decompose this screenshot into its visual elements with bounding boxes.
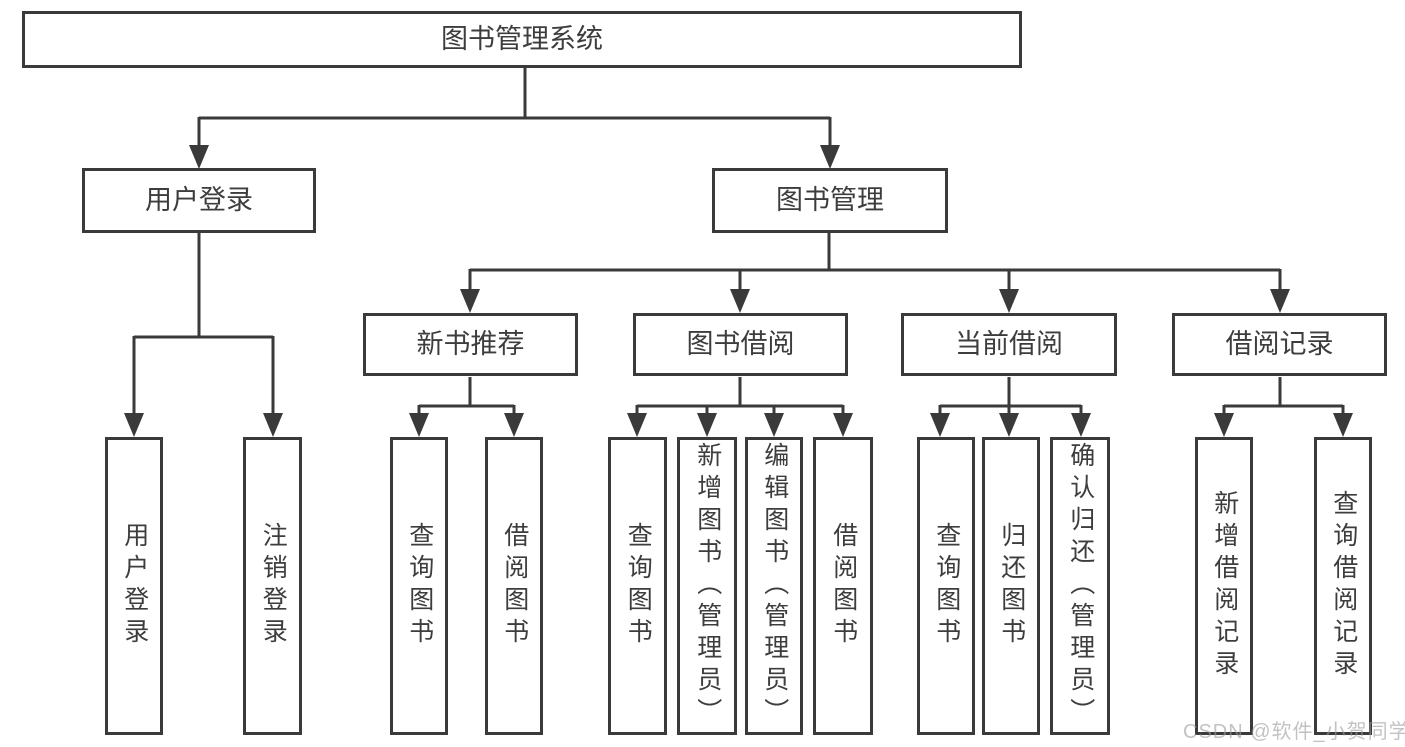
node-current-borrowing: 当前借阅 [901, 313, 1117, 376]
leaf-cb-return-books: 归还图书 [982, 437, 1040, 735]
leaf-cb-query-books-label: 查询图书 [932, 522, 961, 650]
leaf-bb-add-books-admin-label: 新增图书（管理员） [693, 442, 722, 730]
leaf-bb-borrow-books: 借阅图书 [813, 437, 873, 735]
leaf-bb-edit-books-admin: 编辑图书（管理员） [745, 437, 803, 735]
leaf-nb-borrow-books-label: 借阅图书 [500, 522, 529, 650]
leaf-br-query-record: 查询借阅记录 [1314, 437, 1372, 735]
leaf-nb-query-books-label: 查询图书 [405, 522, 434, 650]
leaf-cb-query-books: 查询图书 [917, 437, 975, 735]
leaf-br-query-record-label: 查询借阅记录 [1329, 490, 1358, 682]
leaf-user-login: 用户登录 [105, 437, 163, 735]
csdn-watermark: CSDN @软件_小贺同学 [1183, 721, 1405, 743]
node-borrowing-records: 借阅记录 [1172, 313, 1387, 376]
leaf-bb-add-books-admin: 新增图书（管理员） [677, 437, 737, 735]
leaf-cb-return-books-label: 归还图书 [997, 522, 1026, 650]
leaf-user-login-label: 用户登录 [120, 522, 149, 650]
leaf-bb-query-books: 查询图书 [608, 437, 667, 735]
node-book-borrowing: 图书借阅 [633, 313, 848, 376]
leaf-br-add-record-label: 新增借阅记录 [1210, 490, 1239, 682]
leaf-bb-query-books-label: 查询图书 [624, 522, 653, 650]
leaf-nb-query-books: 查询图书 [390, 437, 448, 735]
leaf-logout-login: 注销登录 [243, 437, 302, 735]
leaf-logout-login-label: 注销登录 [259, 522, 288, 650]
leaf-br-add-record: 新增借阅记录 [1195, 437, 1253, 735]
node-book-management: 图书管理 [712, 168, 948, 233]
leaf-bb-borrow-books-label: 借阅图书 [829, 522, 858, 650]
node-root-library-management-system: 图书管理系统 [22, 11, 1022, 68]
leaf-bb-edit-books-admin-label: 编辑图书（管理员） [760, 442, 789, 730]
leaf-cb-confirm-return-admin-label: 确认归还（管理员） [1066, 442, 1095, 730]
leaf-nb-borrow-books: 借阅图书 [485, 437, 543, 735]
node-user-login: 用户登录 [82, 168, 316, 233]
leaf-cb-confirm-return-admin: 确认归还（管理员） [1050, 437, 1110, 735]
node-new-book-recommend: 新书推荐 [363, 313, 578, 376]
